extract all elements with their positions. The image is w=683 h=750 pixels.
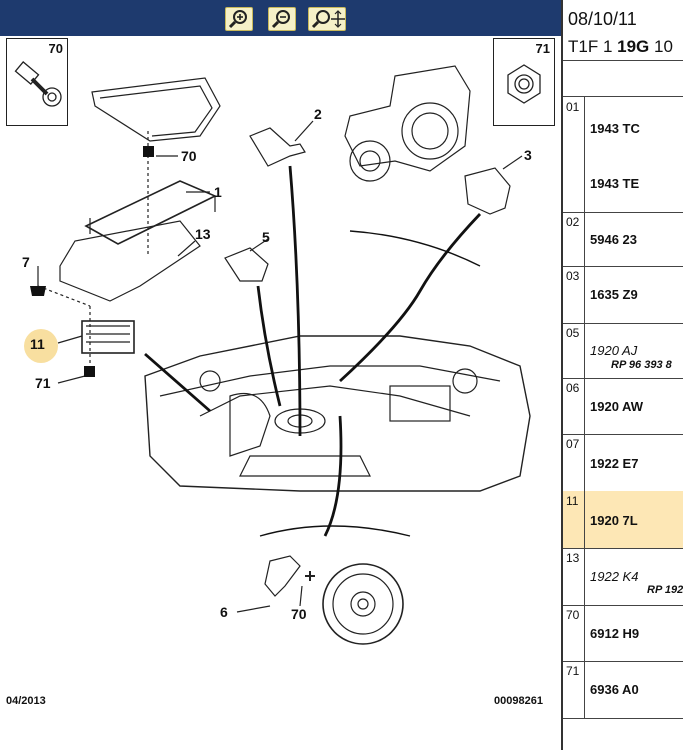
part-code-alt: 1943 TE (590, 176, 640, 191)
parts-row-03[interactable]: 03 1635 Z9 (563, 266, 683, 324)
row-number: 13 (563, 548, 585, 605)
parts-row-06[interactable]: 06 1920 AW (563, 378, 683, 435)
row-number: 71 (563, 661, 585, 718)
zoom-move-button[interactable] (308, 7, 346, 31)
callout-70[interactable]: 70 (291, 606, 307, 622)
part-code: 1920 AJ (590, 343, 638, 358)
fastener-box-right[interactable]: 71 (493, 38, 555, 126)
exploded-view-drawing (30, 65, 531, 645)
callout-6[interactable]: 6 (220, 604, 228, 620)
part-code: 1920 7L (590, 513, 638, 528)
panel-divider (561, 0, 563, 750)
magnifier-move-icon (311, 10, 345, 29)
parts-row-02[interactable]: 02 5946 23 (563, 212, 683, 267)
callout-highlight (24, 329, 58, 363)
part-code: 1922 K4 (590, 569, 639, 584)
zoom-in-button[interactable] (225, 7, 253, 31)
row-number: 02 (563, 212, 585, 266)
part-replacement-ref: RP 192 (647, 584, 683, 596)
diagram-toolbar (0, 0, 561, 36)
parts-row-11[interactable]: 11 1920 7L (563, 491, 683, 549)
part-code: 1635 Z9 (590, 287, 638, 302)
row-number: 03 (563, 266, 585, 323)
zoom-out-button[interactable] (268, 7, 296, 31)
parts-diagram: 70 71 70 1 13 5 2 3 7 11 71 6 70 04/2013 (0, 36, 561, 750)
parts-row-13[interactable]: 13 1922 K4 RP 192 (563, 548, 683, 606)
callout-1[interactable]: 1 (214, 184, 222, 200)
part-code: 5946 23 (590, 232, 637, 247)
parts-row-01[interactable]: 01 1943 TC 1943 TE (563, 97, 683, 213)
fastener-box-left[interactable]: 70 (6, 38, 68, 126)
part-code: 6912 H9 (590, 626, 640, 641)
callout-7[interactable]: 7 (22, 254, 30, 270)
callout-3[interactable]: 3 (524, 147, 532, 163)
header-divider (563, 96, 683, 97)
callout-5[interactable]: 5 (262, 229, 270, 245)
parts-row-71[interactable]: 71 6936 A0 (563, 661, 683, 719)
part-code: 6936 A0 (590, 682, 639, 697)
part-number-label: 71 (535, 41, 550, 56)
diagram-date: 04/2013 (6, 695, 46, 707)
row-number: 05 (563, 323, 585, 378)
row-number: 70 (563, 605, 585, 661)
callout-13[interactable]: 13 (195, 226, 211, 242)
part-replacement-ref: RP 96 393 8 (611, 359, 672, 371)
part-number-label: 70 (48, 41, 63, 56)
callout-2[interactable]: 2 (314, 106, 322, 122)
callout-71[interactable]: 70 (181, 148, 197, 164)
magnifier-minus-icon (271, 10, 290, 29)
row-number: 01 (563, 97, 585, 212)
part-code: 1920 AW (590, 399, 643, 414)
parts-row-07[interactable]: 07 1922 E7 (563, 434, 683, 492)
parts-list-panel: 08/10/11 T1F 1 19G 10 01 1943 TC 1943 TE 02… (563, 0, 683, 750)
bolt-icon (14, 61, 62, 107)
row-number: 06 (563, 378, 585, 434)
row-number: 11 (563, 491, 585, 548)
panel-reference: T1F 1 19G 10 (568, 37, 673, 56)
magnifier-plus-icon (228, 10, 247, 29)
header-divider (563, 60, 683, 61)
nut-icon (507, 64, 541, 104)
panel-date: 08/10/11 (568, 9, 637, 29)
row-number: 07 (563, 434, 585, 491)
part-code: 1943 TC (590, 121, 640, 136)
callout-71-lower[interactable]: 71 (35, 375, 51, 391)
callout-11[interactable]: 11 (30, 336, 45, 352)
part-code: 1922 E7 (590, 456, 639, 471)
parts-row-70[interactable]: 70 6912 H9 (563, 605, 683, 662)
diagram-reference: 00098261 (494, 695, 543, 707)
